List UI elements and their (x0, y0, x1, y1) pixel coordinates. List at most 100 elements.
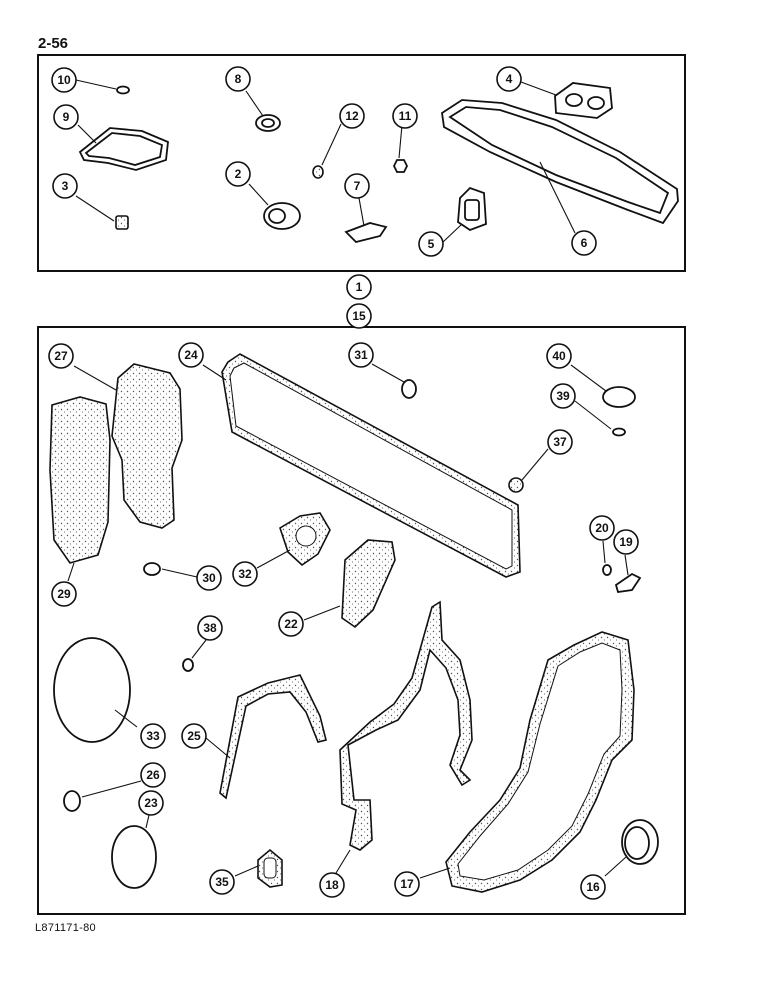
upper-kit-frame (37, 54, 686, 272)
svg-text:26: 26 (146, 768, 160, 782)
part-5-gasket-opening (464, 199, 480, 221)
part-16-seal (621, 819, 659, 865)
svg-text:5: 5 (428, 237, 435, 251)
svg-text:27: 27 (54, 349, 68, 363)
part-10-oring (116, 85, 130, 95)
part-9-rocker-gasket-inner (84, 132, 164, 166)
part-27-cover-gasket (111, 363, 183, 529)
callout-6: 6 (571, 230, 597, 256)
svg-text:31: 31 (354, 348, 368, 362)
callout-1: 1 (346, 274, 372, 300)
part-6-inner (448, 106, 670, 215)
svg-text:40: 40 (552, 349, 566, 363)
svg-text:33: 33 (146, 729, 160, 743)
callout-8: 8 (225, 66, 251, 92)
svg-text:22: 22 (284, 617, 298, 631)
callout-35: 35 (209, 869, 235, 895)
svg-text:24: 24 (184, 348, 198, 362)
svg-text:38: 38 (203, 621, 217, 635)
callout-32: 32 (232, 561, 258, 587)
callout-17: 17 (394, 871, 420, 897)
part-24-inner (229, 362, 513, 570)
part-4-ports (565, 93, 605, 110)
callout-11: 11 (392, 103, 418, 129)
svg-text:1: 1 (356, 280, 363, 294)
part-25-gasket (219, 674, 327, 800)
part-29-plate-gasket (49, 396, 111, 564)
callout-29: 29 (51, 581, 77, 607)
svg-text:37: 37 (553, 435, 567, 449)
callout-25: 25 (181, 723, 207, 749)
svg-text:3: 3 (62, 179, 69, 193)
callouts: 10 8 4 9 12 11 3 2 7 5 6 1 15 27 24 31 4… (48, 66, 639, 900)
callout-27: 27 (48, 343, 74, 369)
callout-20: 20 (589, 515, 615, 541)
callout-5: 5 (418, 231, 444, 257)
part-22-cover-gasket (341, 539, 396, 629)
svg-text:16: 16 (586, 880, 600, 894)
part-17-inner (457, 642, 623, 881)
callout-30: 30 (196, 565, 222, 591)
callout-15: 15 (346, 303, 372, 329)
part-8-seal (255, 114, 281, 132)
part-4-exhaust-gasket (554, 82, 613, 119)
callout-22: 22 (278, 611, 304, 637)
callout-10: 10 (51, 67, 77, 93)
svg-text:12: 12 (345, 109, 359, 123)
svg-text:35: 35 (215, 875, 229, 889)
svg-text:10: 10 (57, 73, 71, 87)
svg-text:39: 39 (556, 389, 570, 403)
part-3-plug (115, 215, 129, 230)
svg-text:4: 4 (506, 72, 513, 86)
callout-3: 3 (52, 173, 78, 199)
part-39-oring (612, 427, 626, 437)
part-7-gasket (344, 222, 388, 243)
part-35-opening (263, 857, 277, 879)
part-18-front-gasket (339, 600, 473, 851)
callout-31: 31 (348, 342, 374, 368)
part-20-oring (602, 564, 612, 576)
svg-text:7: 7 (354, 179, 361, 193)
page-number: 2-56 (38, 35, 69, 52)
svg-text:19: 19 (619, 535, 633, 549)
callout-33: 33 (140, 723, 166, 749)
svg-text:8: 8 (235, 72, 242, 86)
callout-18: 18 (319, 872, 345, 898)
callout-38: 38 (197, 615, 223, 641)
svg-text:29: 29 (57, 587, 71, 601)
svg-text:15: 15 (352, 309, 366, 323)
callout-16: 16 (580, 874, 606, 900)
part-40-oring (602, 386, 636, 408)
callout-19: 19 (613, 529, 639, 555)
part-6-manifold-gasket (441, 99, 679, 225)
callout-7: 7 (344, 173, 370, 199)
svg-text:9: 9 (63, 110, 70, 124)
part-33-oring (53, 637, 131, 743)
leader-lines (67, 79, 629, 879)
part-30-seal (143, 562, 161, 576)
svg-text:20: 20 (595, 521, 609, 535)
callout-39: 39 (550, 383, 576, 409)
svg-text:23: 23 (144, 796, 158, 810)
part-37-seal (508, 477, 524, 493)
callout-9: 9 (53, 104, 79, 130)
part-5-gasket (457, 186, 487, 232)
svg-text:6: 6 (581, 236, 588, 250)
callout-37: 37 (547, 429, 573, 455)
part-11-nut (392, 159, 409, 173)
part-32-opening (295, 525, 317, 547)
svg-text:18: 18 (325, 878, 339, 892)
callout-2: 2 (225, 161, 251, 187)
callout-26: 26 (140, 762, 166, 788)
part-38-oring (182, 658, 194, 672)
callout-12: 12 (339, 103, 365, 129)
svg-text:11: 11 (399, 109, 412, 123)
svg-text:30: 30 (202, 571, 216, 585)
part-9-rocker-gasket (78, 127, 169, 171)
callout-40: 40 (546, 343, 572, 369)
part-31-oring (401, 379, 417, 399)
figure-id: L871171-80 (35, 922, 96, 934)
svg-text:2: 2 (235, 167, 242, 181)
callout-24: 24 (178, 342, 204, 368)
callout-4: 4 (496, 66, 522, 92)
